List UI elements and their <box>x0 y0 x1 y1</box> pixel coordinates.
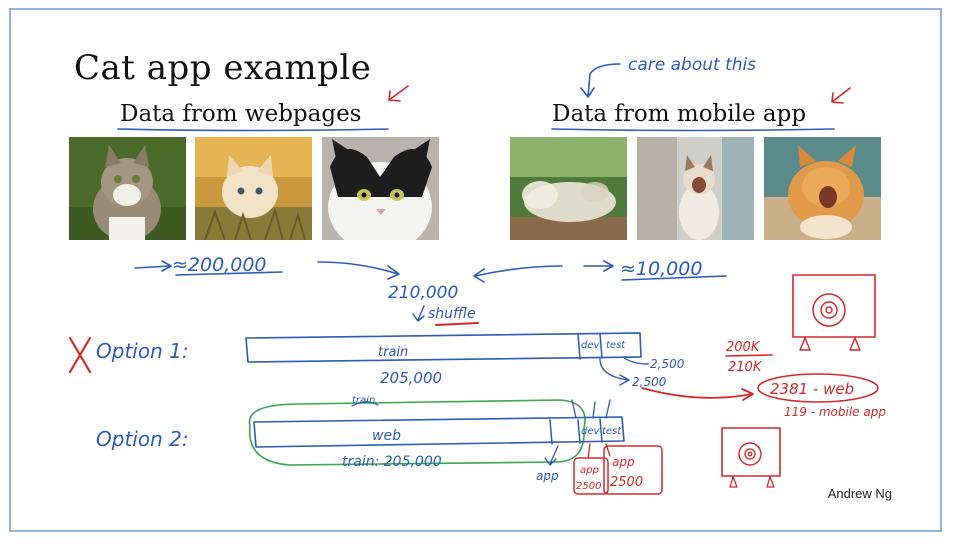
phone-sketch-large <box>792 274 876 338</box>
web-cat-image-1 <box>69 137 186 240</box>
heading-webpages: Data from webpages <box>120 101 362 127</box>
heading-mobile-app: Data from mobile app <box>552 101 807 127</box>
option2-app: app <box>536 469 559 483</box>
option1-label: Option 1: <box>96 339 189 363</box>
web-cat-image-2 <box>195 137 312 240</box>
arrow-mobile-to-total <box>473 265 563 283</box>
ratio-top: 200K <box>726 340 761 355</box>
option2-top-ticks <box>571 399 611 419</box>
underline-webpages <box>117 128 389 132</box>
option2-web: web <box>372 428 401 444</box>
arrow-to-web-count <box>134 260 172 272</box>
slide-title: Cat app example <box>74 48 372 88</box>
mobile-count: ≈10,000 <box>620 258 702 280</box>
arrow-web-to-total <box>317 261 400 280</box>
red-arrow-web-share <box>641 387 754 401</box>
underline-mobile <box>551 128 835 132</box>
option2-bar <box>253 416 625 448</box>
underline-web-count <box>175 271 283 276</box>
option1-bar <box>245 332 642 363</box>
arrow-to-mobile-count <box>583 260 614 272</box>
mobile-cat-image-1 <box>510 137 627 240</box>
ratio-bottom: 210K <box>728 360 763 375</box>
care-note: care about this <box>628 55 756 75</box>
phone-sketch-small <box>721 427 781 477</box>
option2-train-size: train: 205,000 <box>342 454 442 470</box>
option2-dividers <box>549 418 603 445</box>
option2-dev-size: 2500 <box>576 481 601 492</box>
option1-dev-size: 2,500 <box>650 357 685 371</box>
option2-test: test <box>602 426 622 437</box>
total-count: 210,000 <box>388 283 458 303</box>
option2-dev: dev <box>581 426 601 437</box>
option2-test-box <box>603 445 663 495</box>
mobile-cat-image-3 <box>764 137 881 240</box>
option2-train-top: train <box>352 395 375 406</box>
option1-test-size: 2,500 <box>632 375 667 389</box>
option1-dividers <box>577 333 603 360</box>
option1-red-x <box>68 336 92 374</box>
web-share: 2381 - web <box>770 380 854 398</box>
option1-dev: dev <box>581 340 601 351</box>
red-arrow-webpages <box>388 85 409 102</box>
mobile-share: 119 - mobile app <box>784 405 886 419</box>
option2-test-app: app <box>612 455 635 469</box>
option1-test: test <box>606 340 626 351</box>
web-count: ≈200,000 <box>172 254 267 276</box>
option2-label: Option 2: <box>96 427 189 451</box>
shuffle-note: shuffle <box>428 306 476 322</box>
option2-dev-box <box>573 457 609 495</box>
shuffle-arrow <box>412 305 425 322</box>
option1-train-size: 205,000 <box>380 369 442 387</box>
option2-app-arrow <box>544 445 559 466</box>
care-arrow <box>580 63 621 98</box>
option1-train: train <box>378 345 408 360</box>
option2-dev-app: app <box>580 465 599 476</box>
shuffle-underline <box>435 322 479 326</box>
option2-train-brace <box>351 401 379 407</box>
underline-mobile-count <box>621 275 727 281</box>
option1-size-arrows <box>599 356 649 386</box>
mobile-cat-image-2 <box>637 137 754 240</box>
option2-green-ellipse <box>248 399 586 466</box>
red-arrow-mobile <box>831 87 851 104</box>
web-share-oval <box>757 373 879 403</box>
author-name: Andrew Ng <box>827 486 892 501</box>
web-cat-image-3 <box>322 137 439 240</box>
option2-test-size: 2500 <box>610 475 643 490</box>
ratio-line <box>725 354 773 357</box>
